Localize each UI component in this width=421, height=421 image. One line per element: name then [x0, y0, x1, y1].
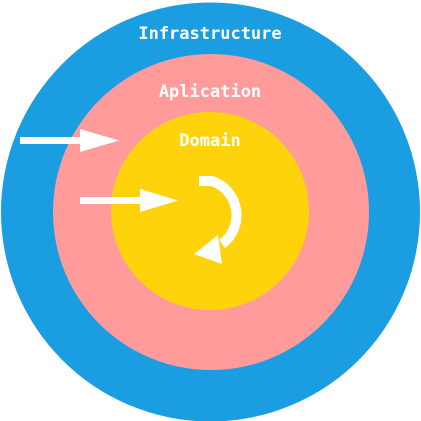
- arrow-right-icon: [80, 189, 178, 212]
- application-label: Aplication: [159, 82, 261, 102]
- arrow-right-icon: [20, 129, 119, 152]
- domain-label: Domain: [179, 131, 240, 151]
- u-turn-arrow-icon: [194, 176, 242, 264]
- infrastructure-label: Infrastructure: [138, 24, 281, 44]
- domain-core: [111, 112, 309, 310]
